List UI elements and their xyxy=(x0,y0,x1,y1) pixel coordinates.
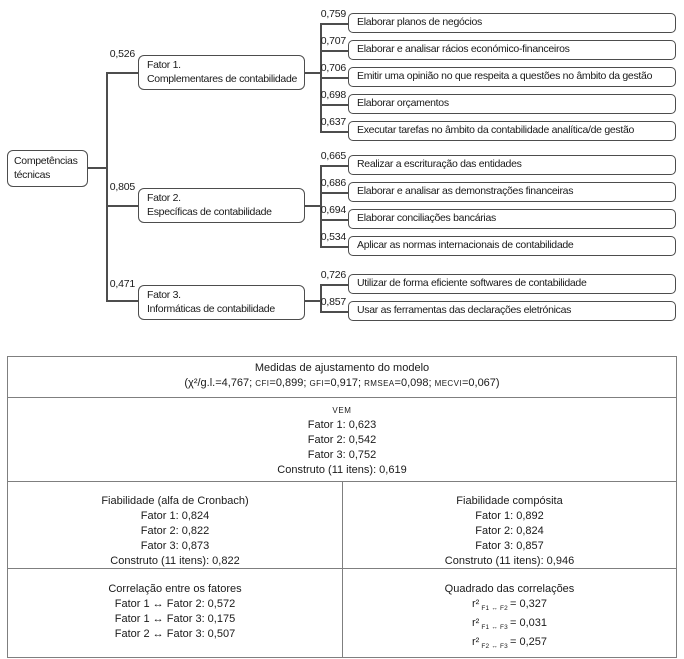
item-loading: 0,707 xyxy=(320,35,346,47)
factor-1-loading: 0,526 xyxy=(109,48,135,60)
factor-3-title: Fator 3. xyxy=(147,289,181,301)
connector-line xyxy=(88,167,106,169)
connector-line xyxy=(320,77,348,79)
model-fit-table: Medidas de ajustamento do modelo (χ²/g.l… xyxy=(7,356,677,658)
connector-line xyxy=(320,311,348,313)
fit-header-row: Medidas de ajustamento do modelo (χ²/g.l… xyxy=(8,357,676,397)
factor-3-loading: 0,471 xyxy=(109,278,135,290)
item-loading: 0,534 xyxy=(320,231,346,243)
connector-line xyxy=(320,246,348,248)
connector-line xyxy=(305,205,320,207)
item-box: Elaborar conciliações bancárias xyxy=(348,209,676,229)
composite-line: Fator 1: 0,892 xyxy=(475,510,544,522)
connector-line xyxy=(305,300,320,302)
item-loading: 0,637 xyxy=(320,116,346,128)
item-box: Realizar a escrituração das entidades xyxy=(348,155,676,175)
fit-statistics: (χ²/g.l.=4,767; CFI=0,899; GFI=0,917; RM… xyxy=(184,377,500,389)
factor-1-subtitle: Complementares de contabilidade xyxy=(147,73,298,85)
item-box: Elaborar e analisar rácios económico-fin… xyxy=(348,40,676,60)
correlation-line: Fator 2 ↔ Fator 3: 0,507 xyxy=(114,628,236,640)
vem-section: VEM Fator 1: 0,623 Fator 2: 0,542 Fator … xyxy=(8,397,676,481)
subscript: F1 ↔ F2 xyxy=(481,605,508,612)
factor-2-title: Fator 2. xyxy=(147,192,181,204)
connector-line xyxy=(320,284,348,286)
item-box: Utilizar de forma eficiente softwares de… xyxy=(348,274,676,294)
item-box: Aplicar as normas internacionais de cont… xyxy=(348,236,676,256)
reliability-row: Fiabilidade (alfa de Cronbach) Fator 1: … xyxy=(8,481,676,568)
factor-1-title: Fator 1. xyxy=(147,59,181,71)
item-loading: 0,686 xyxy=(320,177,346,189)
connector-line xyxy=(320,284,322,311)
vem-line: Fator 3: 0,752 xyxy=(307,449,377,461)
vem-title: VEM xyxy=(332,406,352,415)
correlation-line: Fator 1 ↔ Fator 3: 0,175 xyxy=(114,613,236,625)
item-loading: 0,857 xyxy=(320,296,346,308)
connector-line xyxy=(106,205,138,207)
connector-line xyxy=(320,165,348,167)
correlations-title: Correlação entre os fatores xyxy=(108,583,242,595)
connector-line xyxy=(320,219,348,221)
cronbach-cell: Fiabilidade (alfa de Cronbach) Fator 1: … xyxy=(8,482,342,568)
cronbach-title: Fiabilidade (alfa de Cronbach) xyxy=(101,495,249,507)
cronbach-line: Fator 1: 0,824 xyxy=(140,510,210,522)
item-loading: 0,698 xyxy=(320,89,346,101)
factor-2-subtitle: Específicas de contabilidade xyxy=(147,206,272,218)
item-box: Elaborar orçamentos xyxy=(348,94,676,114)
connector-line xyxy=(320,104,348,106)
correlation-row: Correlação entre os fatores Fator 1 ↔ Fa… xyxy=(8,568,676,657)
connector-line xyxy=(320,23,348,25)
correlation-line: Fator 1 ↔ Fator 2: 0,572 xyxy=(114,598,236,610)
factor-correlations-cell: Correlação entre os fatores Fator 1 ↔ Fa… xyxy=(8,569,342,657)
composite-line: Construto (11 itens): 0,946 xyxy=(444,555,575,567)
composite-line: Fator 2: 0,824 xyxy=(475,525,544,537)
item-loading: 0,759 xyxy=(320,8,346,20)
connector-line xyxy=(106,72,138,74)
cronbach-line: Fator 3: 0,873 xyxy=(140,540,210,552)
cronbach-line: Fator 2: 0,822 xyxy=(140,525,210,537)
vem-line: Construto (11 itens): 0,619 xyxy=(277,464,407,476)
r-squared-symbol: r² xyxy=(471,617,480,629)
item-box: Emitir uma opinião no que respeita a que… xyxy=(348,67,676,87)
connector-line xyxy=(320,165,322,246)
vem-line: Fator 1: 0,623 xyxy=(307,419,377,431)
composite-line: Fator 3: 0,857 xyxy=(475,540,544,552)
connector-line xyxy=(106,300,138,302)
subscript: F1 ↔ F3 xyxy=(481,624,508,631)
squared-title: Quadrado das correlações xyxy=(444,583,575,595)
cronbach-line: Construto (11 itens): 0,822 xyxy=(110,555,240,567)
item-loading: 0,665 xyxy=(320,150,346,162)
item-loading: 0,694 xyxy=(320,204,346,216)
root-construct-box: Competências técnicas xyxy=(7,150,88,187)
factor-1-box: Fator 1. Complementares de contabilidade xyxy=(138,55,305,90)
r-squared-symbol: r² xyxy=(471,598,480,610)
item-box: Executar tarefas no âmbito da contabilid… xyxy=(348,121,676,141)
connector-line xyxy=(320,131,348,133)
item-box: Elaborar planos de negócios xyxy=(348,13,676,33)
fit-title: Medidas de ajustamento do modelo xyxy=(254,362,430,374)
subscript: F2 ↔ F3 xyxy=(481,643,508,650)
item-box: Elaborar e analisar as demonstrações fin… xyxy=(348,182,676,202)
item-loading: 0,726 xyxy=(320,269,346,281)
item-loading: 0,706 xyxy=(320,62,346,74)
squared-value: = 0,031 xyxy=(510,617,548,629)
composite-title: Fiabilidade compósita xyxy=(456,495,563,507)
squared-value: = 0,327 xyxy=(510,598,548,610)
connector-line xyxy=(320,192,348,194)
r-squared-symbol: r² xyxy=(471,636,480,648)
factor-2-loading: 0,805 xyxy=(109,181,135,193)
connector-line xyxy=(320,50,348,52)
connector-line xyxy=(305,72,320,74)
composite-reliability-cell: Fiabilidade compósita Fator 1: 0,892 Fat… xyxy=(342,482,676,568)
factor-2-box: Fator 2. Específicas de contabilidade xyxy=(138,188,305,223)
factor-3-box: Fator 3. Informáticas de contabilidade xyxy=(138,285,305,320)
vem-line: Fator 2: 0,542 xyxy=(307,434,377,446)
item-box: Usar as ferramentas das declarações elet… xyxy=(348,301,676,321)
factor-3-subtitle: Informáticas de contabilidade xyxy=(147,303,275,315)
connector-line xyxy=(106,72,108,302)
squared-value: = 0,257 xyxy=(510,636,548,648)
